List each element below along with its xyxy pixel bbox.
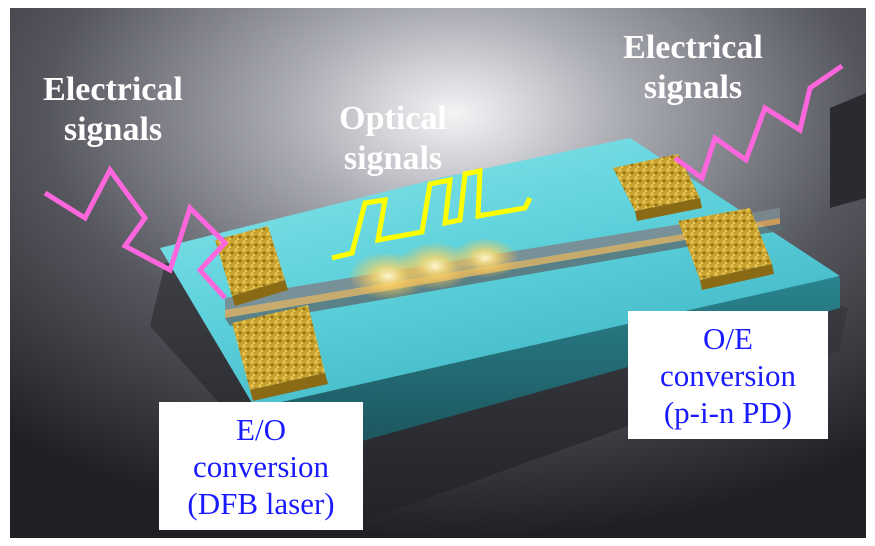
background-block [830,93,866,208]
label-line: Electrical [623,29,763,66]
box-line: conversion [192,448,330,484]
box-line: E/O [236,411,286,447]
box-line: (DFB laser) [187,485,335,521]
electrical-signal-right [673,63,844,183]
label-optical: Optical signals [328,99,458,179]
label-line: Optical [339,100,447,137]
label-line: signals [63,111,163,148]
gold-pad-right-bottom [678,208,772,280]
diagram-canvas: Electrical signals Optical signals Elect… [10,8,866,538]
label-electrical-right: Electrical signals [618,28,768,108]
box-line: (p-i-n PD) [663,394,793,430]
box-line: O/E [703,320,753,356]
label-line: signals [643,69,743,106]
box-line: conversion [659,357,797,393]
light-spot [451,238,519,278]
electrical-signal-left [43,165,229,300]
gold-pad-left-bottom [232,305,325,390]
label-line: Electrical [43,71,183,108]
eo-conversion-box: E/O conversion (DFB laser) [159,402,363,530]
label-line: signals [343,140,443,177]
label-electrical-left: Electrical signals [38,70,188,150]
optical-signal [331,167,533,261]
oe-conversion-box: O/E conversion (p-i-n PD) [628,311,828,439]
gold-pad-left-top [215,226,285,296]
gold-pad-right-top [613,154,700,211]
